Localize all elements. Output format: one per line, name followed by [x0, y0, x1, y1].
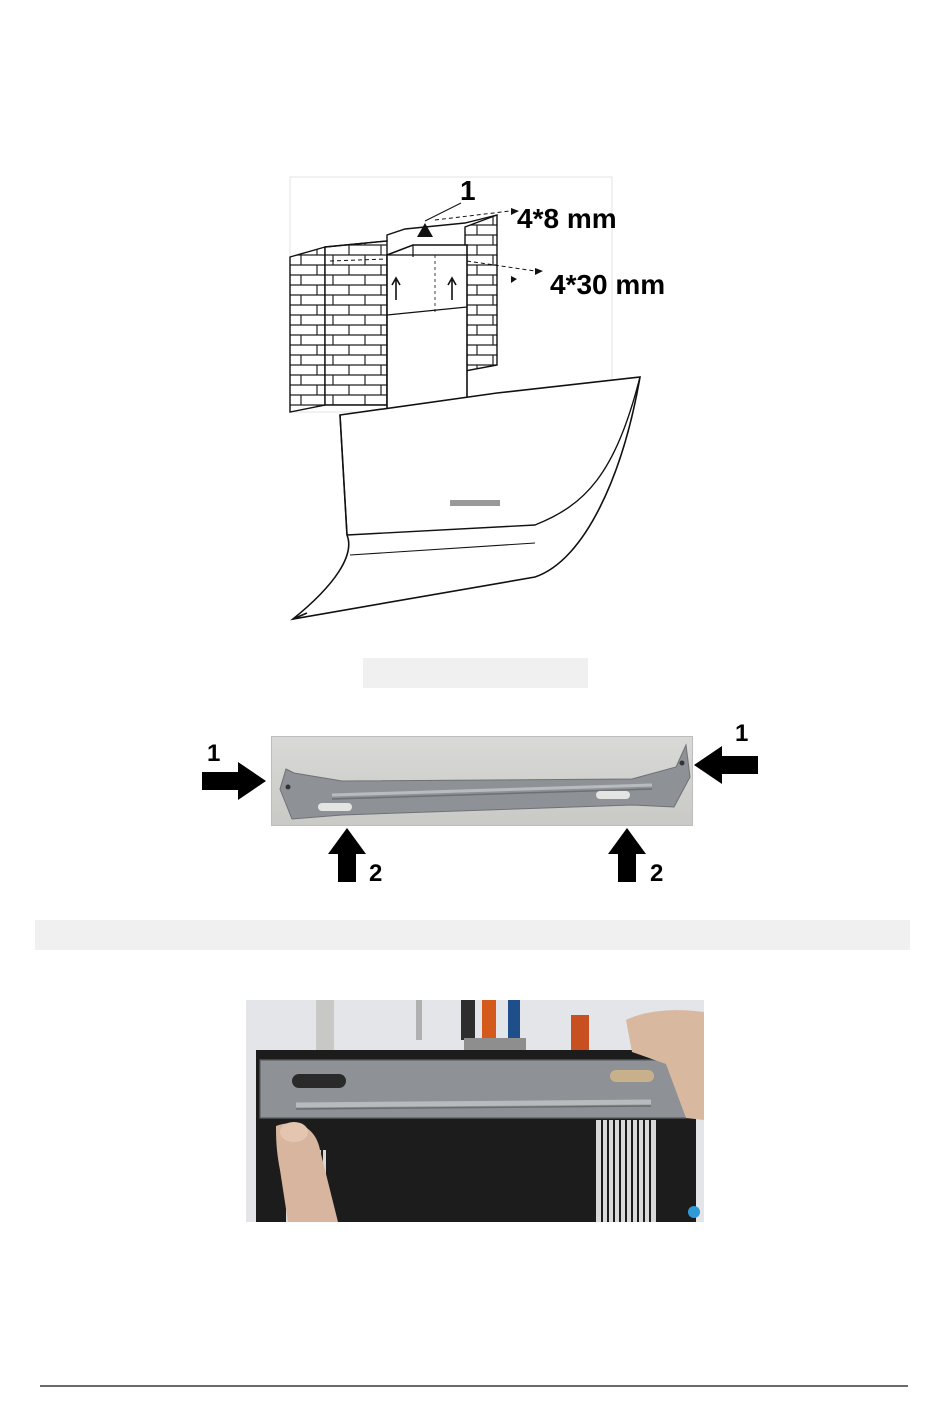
- hood-drawing-svg: [285, 175, 705, 630]
- section-bar: [35, 920, 910, 950]
- logo-mark: [450, 500, 500, 506]
- tool-handle: [461, 1000, 475, 1040]
- tool-handle: [508, 1000, 520, 1042]
- hood-glass: [293, 377, 640, 619]
- left-arrow-icon: [690, 744, 760, 786]
- bracket-photo: [271, 736, 693, 826]
- label-left-arrow: 1: [207, 742, 220, 766]
- bracket-on-hood-svg: [246, 1000, 704, 1222]
- screw-size-large-label: 4*30 mm: [550, 271, 665, 299]
- slot-left: [292, 1074, 346, 1088]
- tool-handle: [482, 1000, 496, 1038]
- up-arrow-icon: [606, 826, 648, 884]
- screw-size-small-label: 4*8 mm: [517, 205, 617, 233]
- bracket-svg: [272, 737, 692, 825]
- callout-number-1: 1: [460, 177, 476, 205]
- up-arrow-icon: [326, 826, 368, 884]
- footer-rule: [40, 1385, 908, 1387]
- bracket-on-hood-photo: [246, 1000, 704, 1222]
- slot-right: [596, 791, 630, 799]
- hood-installation-drawing: 1 4*8 mm 4*30 mm: [285, 175, 705, 630]
- label-bottom-right-arrow: 2: [650, 862, 663, 886]
- label-bottom-left-arrow: 2: [369, 862, 382, 886]
- hole-right: [680, 761, 685, 766]
- slot-left: [318, 803, 352, 811]
- tool-handle: [571, 1015, 589, 1050]
- caption-placeholder: [363, 658, 588, 688]
- hole-left: [286, 785, 291, 790]
- chimney-duct: [387, 223, 467, 415]
- label-right-arrow: 1: [735, 722, 748, 746]
- slot-right: [610, 1070, 654, 1082]
